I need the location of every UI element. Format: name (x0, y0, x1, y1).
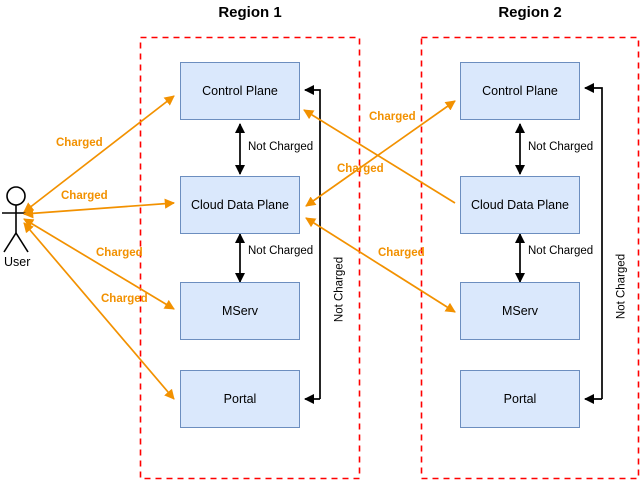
node-r2-cloud-data-plane-label: Cloud Data Plane (471, 198, 569, 212)
edge-label-charged-user-portal: Charged (101, 293, 148, 305)
actor-user-label: User (4, 255, 31, 269)
node-r1-cloud-data-plane-label: Cloud Data Plane (191, 198, 289, 212)
edge-user-r1-mserv (23, 218, 175, 310)
node-r2-cloud-data-plane[interactable]: Cloud Data Plane (460, 176, 580, 234)
node-r1-mserv[interactable]: MServ (180, 282, 300, 340)
edge-label-not-charged-r2-cdp-mserv: Not Charged (527, 245, 595, 258)
node-r2-control-plane[interactable]: Control Plane (460, 62, 580, 120)
edge-label-not-charged-r2-vertical: Not Charged (615, 248, 629, 325)
region-2-title: Region 2 (498, 4, 562, 21)
node-r2-portal-label: Portal (503, 392, 537, 406)
edge-r2-cp-portal (583, 82, 603, 399)
edge-r1-cdp-to-r2-cp (305, 100, 456, 207)
node-r1-portal[interactable]: Portal (180, 370, 300, 428)
edge-label-charged-cross-lower: Charged (378, 247, 425, 259)
edge-label-charged-user-mserv: Charged (96, 247, 143, 259)
edge-r1-cdp-to-r2-mserv (305, 217, 456, 313)
node-r1-control-plane[interactable]: Control Plane (180, 62, 300, 120)
edge-label-not-charged-r1-cdp-mserv: Not Charged (247, 245, 315, 258)
node-r1-portal-label: Portal (223, 392, 257, 406)
edge-label-charged-cross-upper: Charged (369, 111, 416, 123)
edge-label-not-charged-r2-cp-cdp: Not Charged (527, 141, 595, 154)
node-r2-control-plane-label: Control Plane (482, 84, 558, 98)
edge-user-r1-control-plane (23, 95, 175, 213)
edge-label-charged-cross-mid: Charged (337, 163, 384, 175)
edge-label-charged-user-control-plane: Charged (56, 137, 103, 149)
node-r1-mserv-label: MServ (221, 304, 259, 318)
edge-label-not-charged-r1-cp-cdp: Not Charged (247, 141, 315, 154)
edge-user-r1-portal (23, 222, 175, 400)
region-1-title: Region 1 (218, 4, 282, 21)
node-r1-control-plane-label: Control Plane (202, 84, 278, 98)
edge-label-not-charged-r1-vertical: Not Charged (333, 251, 347, 328)
node-r2-mserv-label: MServ (501, 304, 539, 318)
node-r2-mserv[interactable]: MServ (460, 282, 580, 340)
edge-label-charged-user-cloud-data-plane: Charged (61, 190, 108, 202)
node-r2-portal[interactable]: Portal (460, 370, 580, 428)
edge-user-r1-cloud-data-plane (22, 198, 176, 219)
node-r1-cloud-data-plane[interactable]: Cloud Data Plane (180, 176, 300, 234)
